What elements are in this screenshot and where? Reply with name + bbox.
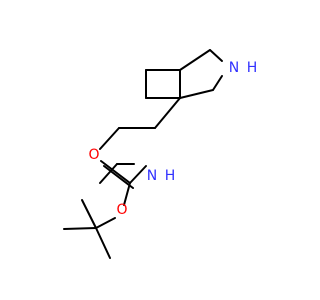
bond-pyr-3: [212, 75, 223, 91]
bond-tbu-2: [63, 227, 97, 230]
carbonyl-oxygen-label: O: [88, 147, 99, 163]
bond-tbu-1: [81, 199, 97, 229]
molecule-canvas: N H N H O O: [63, 49, 258, 259]
bond-co-double-b: [103, 165, 134, 189]
bond-linker-1: [154, 97, 181, 129]
ring-nitrogen-hydrogen-label: H: [247, 60, 258, 76]
bond-c-o-ester: [123, 182, 131, 206]
bond-linker-3: [99, 127, 120, 150]
bond-tbu-3: [95, 227, 111, 259]
bond-pyr-2: [209, 49, 223, 62]
bond-pyr-1: [179, 49, 211, 71]
carbamate-nitrogen-label: N: [147, 168, 157, 184]
bond-pyr-4: [179, 89, 214, 99]
bond-o-tbu: [95, 217, 116, 229]
carbamate-nitrogen-hydrogen-label: H: [165, 168, 176, 184]
ester-oxygen-label: O: [116, 202, 127, 218]
bond-nh-carbonyl: [99, 163, 118, 184]
bond-co-double-a: [100, 160, 131, 184]
bond-n-carbonyl-c: [129, 165, 147, 184]
ring-nitrogen-label: N: [229, 60, 239, 76]
molecule-structure-diagram: N H N H O O: [63, 49, 258, 259]
